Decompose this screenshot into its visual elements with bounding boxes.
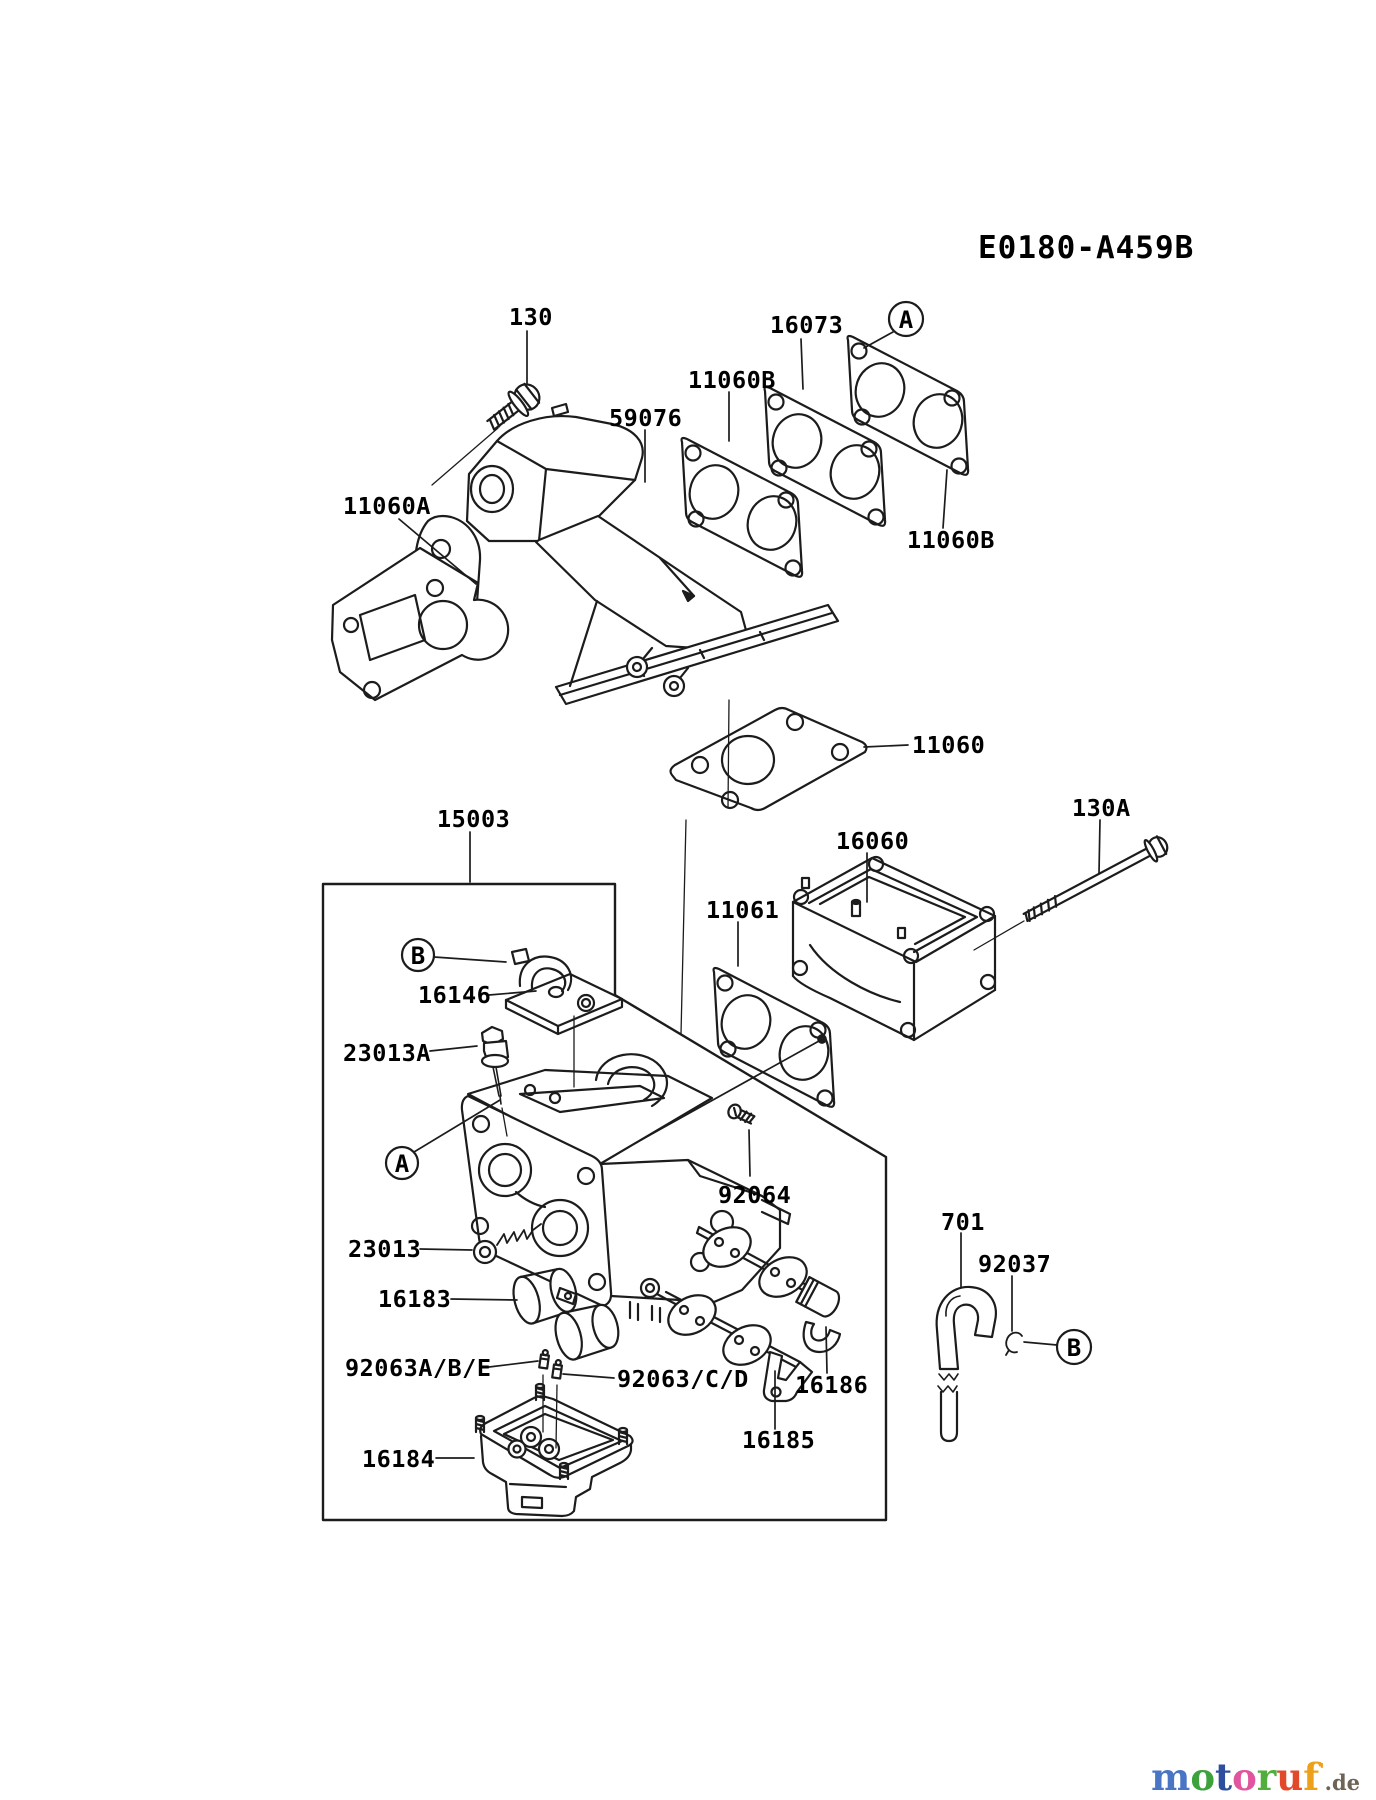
marker-a-top-circle: [887, 300, 925, 338]
assembly-box-15003: [321, 882, 888, 1522]
manifold-59076-drawing: [414, 402, 840, 706]
label-16060: 16060: [836, 827, 909, 855]
label-130a: 130A: [1072, 794, 1131, 822]
wm-apostrophe: ': [1319, 1760, 1325, 1781]
bolt-130-drawing: [486, 382, 541, 431]
diagram-code: E0180-A459B: [978, 230, 1194, 266]
wm-letter: o: [1232, 1755, 1257, 1799]
gasket-11061-drawing: [712, 966, 837, 1108]
wm-letter: u: [1276, 1755, 1303, 1799]
watermark-logo: motoruf'.de: [1151, 1755, 1360, 1799]
label-92063abe: 92063A/B/E: [345, 1354, 491, 1382]
adapter-16060-drawing: [791, 855, 997, 1042]
label-11060b-top: 11060B: [688, 366, 776, 394]
marker-b-box-letter: B: [411, 942, 425, 970]
label-16184: 16184: [362, 1445, 435, 1473]
label-11060a: 11060A: [343, 492, 431, 520]
wm-tld: .de: [1325, 1770, 1360, 1795]
label-11060b-right: 11060B: [907, 526, 995, 554]
gasket-11060a-drawing: [330, 546, 510, 702]
screw-23013-drawing: [472, 1223, 542, 1265]
jets-92063-drawing: [538, 1348, 564, 1380]
label-11060: 11060: [912, 731, 985, 759]
label-130: 130: [509, 303, 553, 331]
wm-letter: f: [1303, 1755, 1321, 1799]
marker-a-box-circle: [384, 1145, 420, 1181]
float-bowl-16184-drawing: [474, 1382, 634, 1518]
marker-a-box-letter: A: [395, 1150, 410, 1178]
bracket-16146-drawing: [504, 947, 624, 1036]
marker-a-top-letter: A: [899, 306, 914, 334]
label-16183: 16183: [378, 1285, 451, 1313]
float-16183-drawing: [507, 1262, 625, 1364]
label-59076: 59076: [609, 404, 682, 432]
label-701: 701: [941, 1208, 985, 1236]
text-layer: E0180-A459B A B A B 130 16073 11060B 590…: [343, 230, 1194, 1473]
throttle-shaft-lower-drawing: [639, 1277, 802, 1374]
marker-b-box-circle: [400, 937, 436, 973]
label-16073: 16073: [770, 311, 843, 339]
wm-letter: r: [1257, 1755, 1277, 1799]
wm-letter: o: [1190, 1755, 1215, 1799]
diagram-art: [321, 300, 1169, 1522]
screw-92064-drawing: [727, 1103, 756, 1125]
label-15003: 15003: [437, 805, 510, 833]
gasket-11060-drawing: [669, 706, 868, 812]
solenoid-23013a-drawing: [480, 1025, 510, 1105]
label-16146: 16146: [418, 981, 491, 1009]
view-markers: [384, 300, 1093, 1366]
label-92037: 92037: [978, 1250, 1051, 1278]
marker-b-right-circle: [1055, 1328, 1093, 1366]
label-11061: 11061: [706, 896, 779, 924]
label-23013a: 23013A: [343, 1039, 431, 1067]
carburetor-body-drawing: [460, 1053, 792, 1324]
valve-16186-drawing: [795, 1276, 842, 1354]
label-92064: 92064: [718, 1181, 791, 1209]
marker-b-right-letter: B: [1067, 1334, 1081, 1362]
hose-701-drawing: [935, 1285, 997, 1443]
clamp-92037-drawing: [1005, 1331, 1023, 1356]
leader-lines: [398, 330, 1101, 1459]
label-23013: 23013: [348, 1235, 421, 1263]
bolt-130a-drawing: [1022, 835, 1169, 923]
label-16185: 16185: [742, 1426, 815, 1454]
label-16186: 16186: [795, 1371, 868, 1399]
lever-16185-drawing: [762, 1350, 814, 1403]
wm-letter: m: [1151, 1755, 1190, 1799]
label-92063cd: 92063/C/D: [617, 1365, 749, 1393]
wm-letter: t: [1215, 1755, 1232, 1799]
